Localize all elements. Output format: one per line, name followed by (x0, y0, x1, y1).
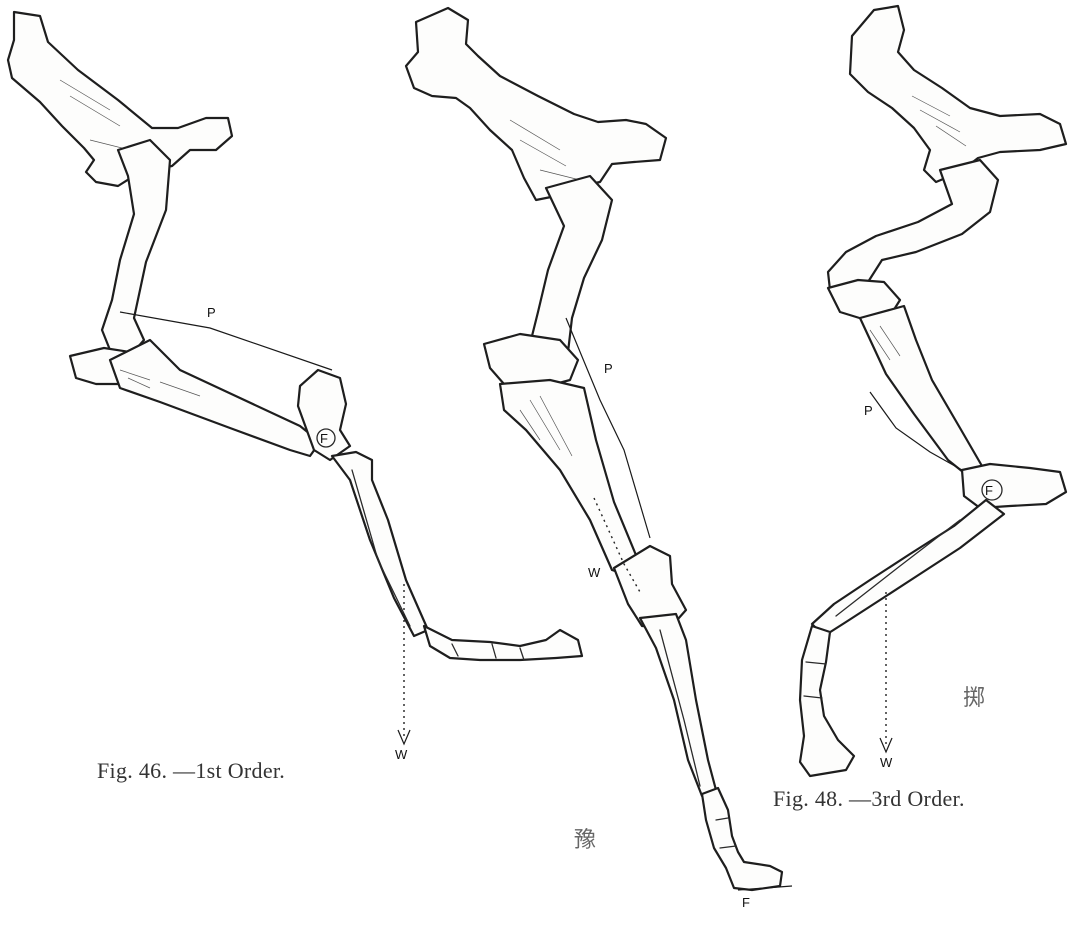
fig48-caption: Fig. 48. —3rd Order. (773, 786, 965, 812)
fig48-power-label: P (864, 404, 873, 417)
fig48-cannon (812, 500, 1004, 636)
fig47-pastern (702, 788, 782, 890)
fig48-fulcrum-label: F (985, 484, 993, 497)
fig47-cannon (640, 614, 716, 796)
fig48-weight-label: W (880, 756, 892, 769)
fig48-tibia (860, 306, 982, 476)
fig46-tibia (110, 340, 320, 456)
fig46-weight-label: W (395, 748, 407, 761)
fig48-pelvis (850, 6, 1066, 182)
figure-47-hind-limb (406, 8, 792, 890)
fig47-tibia (500, 380, 638, 576)
fig47-fulcrum-label: F (742, 896, 750, 909)
engraver-mark-center: 豫 (574, 822, 596, 854)
fig46-fulcrum-label: F (320, 432, 328, 445)
fig46-power-label: P (207, 306, 216, 319)
fig46-caption: Fig. 46. —1st Order. (97, 758, 285, 784)
fig48-hock (962, 464, 1066, 508)
fig47-pelvis (406, 8, 666, 200)
fig46-pelvis (8, 12, 232, 186)
fig47-power-label: P (604, 362, 613, 375)
figure-48-hind-limb (800, 6, 1066, 776)
fig48-pastern (800, 626, 854, 776)
fig46-pastern (424, 626, 582, 660)
fig47-weight-label: W (588, 566, 600, 579)
fig46-cannon (332, 452, 428, 636)
engraver-mark-right: 掷 (963, 680, 985, 712)
fig48-femur (828, 160, 998, 296)
